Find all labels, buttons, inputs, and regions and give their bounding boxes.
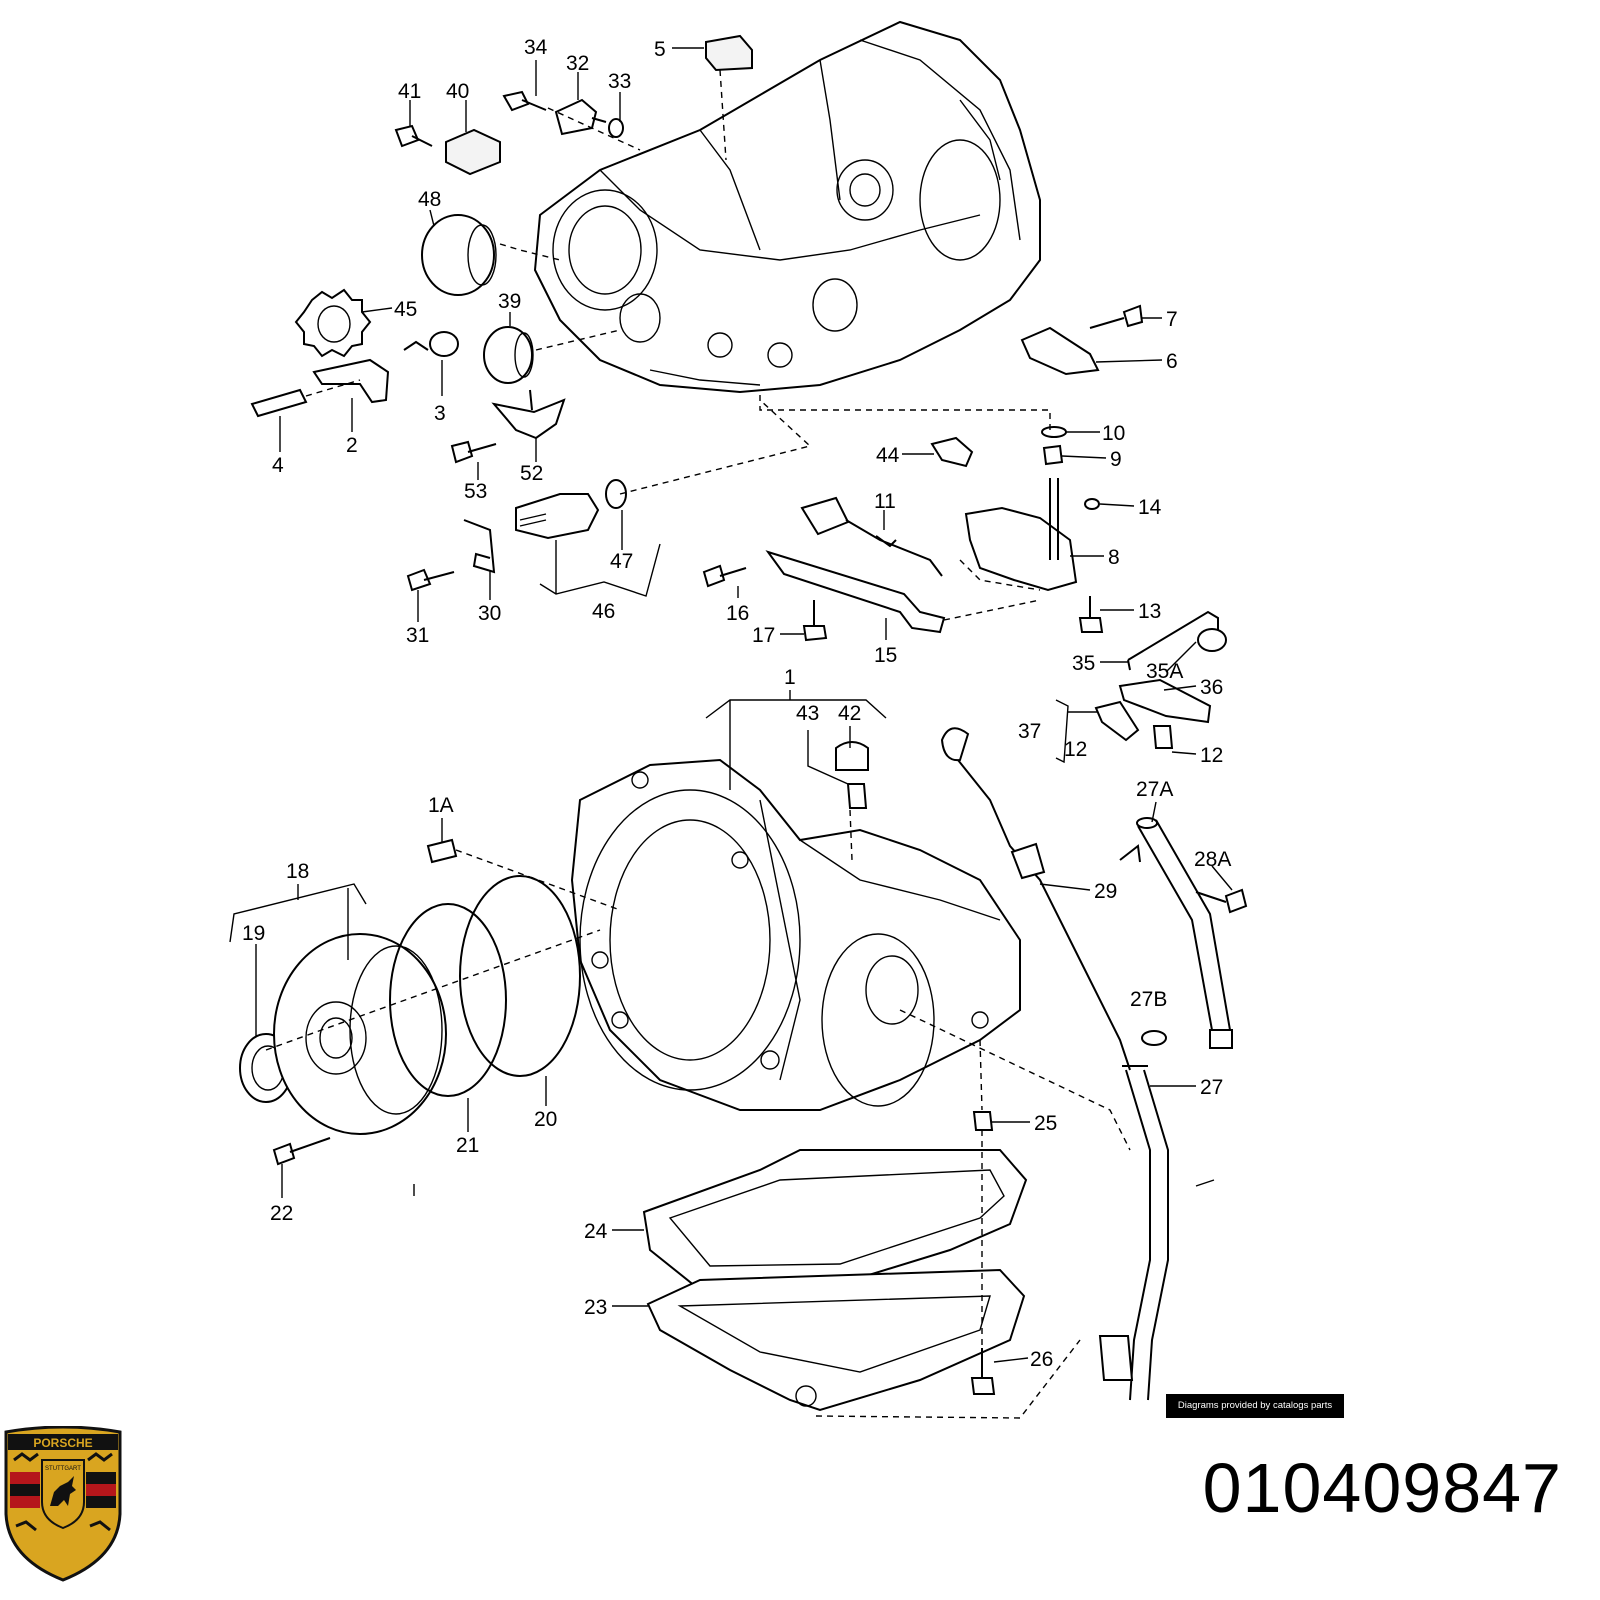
- callout-8: 8: [1108, 546, 1120, 569]
- horse-icon: [50, 1476, 76, 1506]
- logo-wordmark: PORSCHE: [33, 1436, 92, 1450]
- porsche-crest-logo: PORSCHE STUTTGART: [4, 1426, 122, 1582]
- callout-12-left: 12: [1064, 738, 1087, 761]
- callout-12-right: 12: [1200, 744, 1223, 767]
- callout-23: 23: [584, 1296, 607, 1319]
- callout-4: 4: [272, 454, 284, 477]
- callout-24: 24: [584, 1220, 608, 1243]
- callout-46: 46: [592, 600, 615, 623]
- callout-43: 43: [796, 702, 819, 725]
- callout-42: 42: [838, 702, 861, 725]
- callout-29: 29: [1094, 880, 1117, 903]
- callout-21: 21: [456, 1134, 479, 1157]
- callout-9: 9: [1110, 448, 1122, 471]
- callout-25: 25: [1034, 1112, 1057, 1135]
- upper-housing: [533, 20, 1041, 394]
- callout-1A: 1A: [428, 794, 454, 817]
- callout-16: 16: [726, 602, 749, 625]
- connector-lines: [265, 69, 1131, 1419]
- callout-35A: 35A: [1146, 660, 1183, 683]
- callout-27B: 27B: [1130, 988, 1167, 1011]
- logo-city: STUTTGART: [45, 1466, 81, 1472]
- callout-5: 5: [654, 38, 666, 61]
- callout-41: 41: [398, 80, 421, 103]
- callout-18: 18: [286, 860, 309, 883]
- callout-37: 37: [1018, 720, 1041, 743]
- callout-15: 15: [874, 644, 897, 667]
- callout-30: 30: [478, 602, 501, 625]
- leader-lines: [229, 47, 1233, 1363]
- lower-housing: [426, 741, 1021, 1111]
- callout-26: 26: [1030, 1348, 1053, 1371]
- callout-3: 3: [434, 402, 446, 425]
- callout-39: 39: [498, 290, 521, 313]
- callout-53: 53: [464, 480, 487, 503]
- dipstick-and-tube: [940, 727, 1248, 1401]
- callout-labels: 34 32 33 5 41 40 48 45 39 3 2 4 52 53 47…: [242, 36, 1231, 1371]
- callout-2: 2: [346, 434, 358, 457]
- callout-13: 13: [1138, 600, 1161, 623]
- callout-7: 7: [1166, 308, 1178, 331]
- callout-40: 40: [446, 80, 469, 103]
- pump-assembly: [239, 875, 581, 1166]
- callout-22: 22: [270, 1202, 293, 1225]
- callout-45: 45: [394, 298, 417, 321]
- upper-small-parts: [250, 34, 1227, 749]
- callout-32: 32: [566, 52, 589, 75]
- callout-11: 11: [874, 490, 896, 513]
- callout-20: 20: [534, 1108, 557, 1131]
- callout-36: 36: [1200, 676, 1223, 699]
- callout-52: 52: [520, 462, 543, 485]
- callout-1: 1: [784, 666, 796, 689]
- callout-31: 31: [406, 624, 429, 647]
- callout-10: 10: [1102, 422, 1125, 445]
- callout-27A: 27A: [1136, 778, 1173, 801]
- callout-6: 6: [1166, 350, 1178, 373]
- callout-19: 19: [242, 922, 265, 945]
- callout-28A: 28A: [1194, 848, 1231, 871]
- callout-35: 35: [1072, 652, 1095, 675]
- callout-47: 47: [610, 550, 633, 573]
- callout-33: 33: [608, 70, 631, 93]
- part-number: 010409847: [1202, 1449, 1562, 1527]
- callout-34: 34: [524, 36, 548, 59]
- callout-27: 27: [1200, 1076, 1223, 1099]
- oil-pan: [642, 1111, 1028, 1412]
- callout-17: 17: [752, 624, 775, 647]
- callout-44: 44: [876, 444, 900, 467]
- diagram-credit-badge: Diagrams provided by catalogs parts: [1166, 1394, 1344, 1418]
- callout-48: 48: [418, 188, 441, 211]
- callout-14: 14: [1138, 496, 1162, 519]
